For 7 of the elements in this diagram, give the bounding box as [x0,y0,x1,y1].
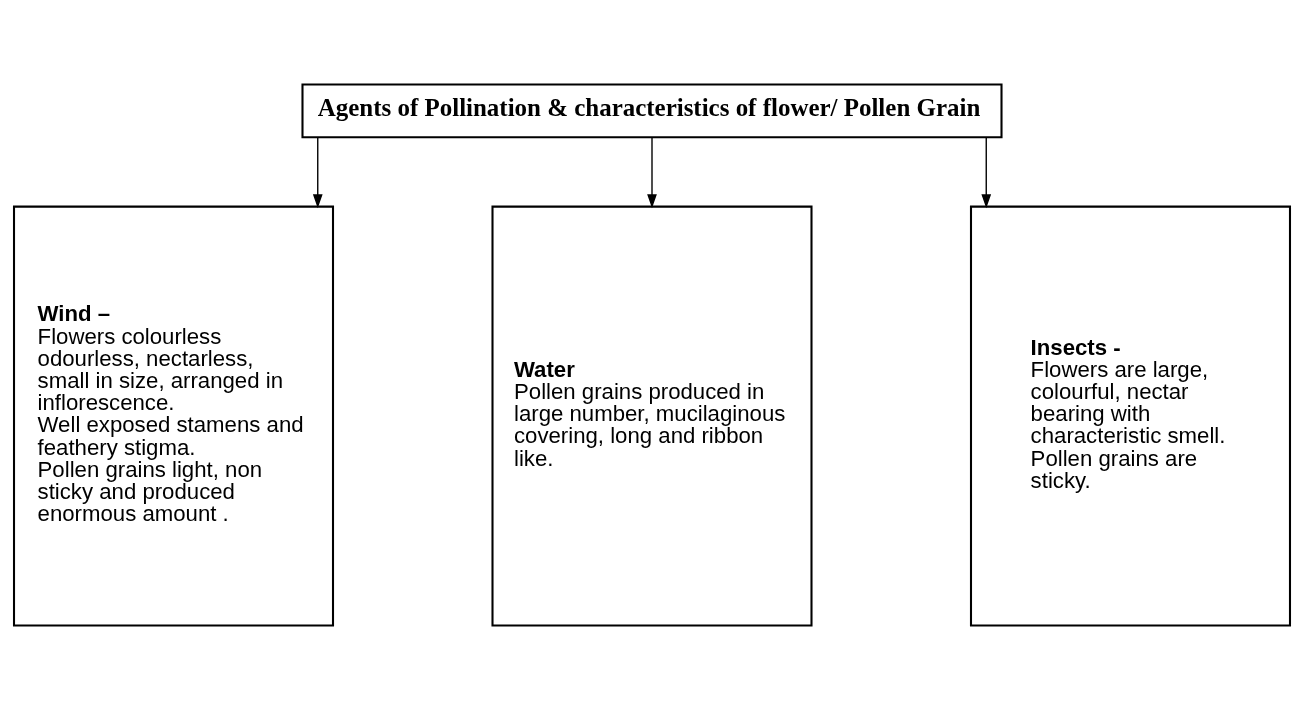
node-box: Agents of Pollination & characteristics of flower/ Pollen Grain [301,83,1003,138]
node-box: Water Pollen grains produced in large number, mucilaginous covering, long and ribbon like. [491,205,813,626]
arrow [981,136,992,208]
node-box: Insects - Flowers are large, colourful, nectar bearing with characteristic smell. Pollen grains are sticky. [969,205,1292,626]
node-box: Wind – Flowers colourless odourless, nectarless, small in size, arranged in inflorescence. Well exposed stamens and feathery stigma. Pollen grains light, non sticky and produced enormous amount . [12,205,335,626]
arrow [647,136,657,208]
arrow [312,136,323,208]
